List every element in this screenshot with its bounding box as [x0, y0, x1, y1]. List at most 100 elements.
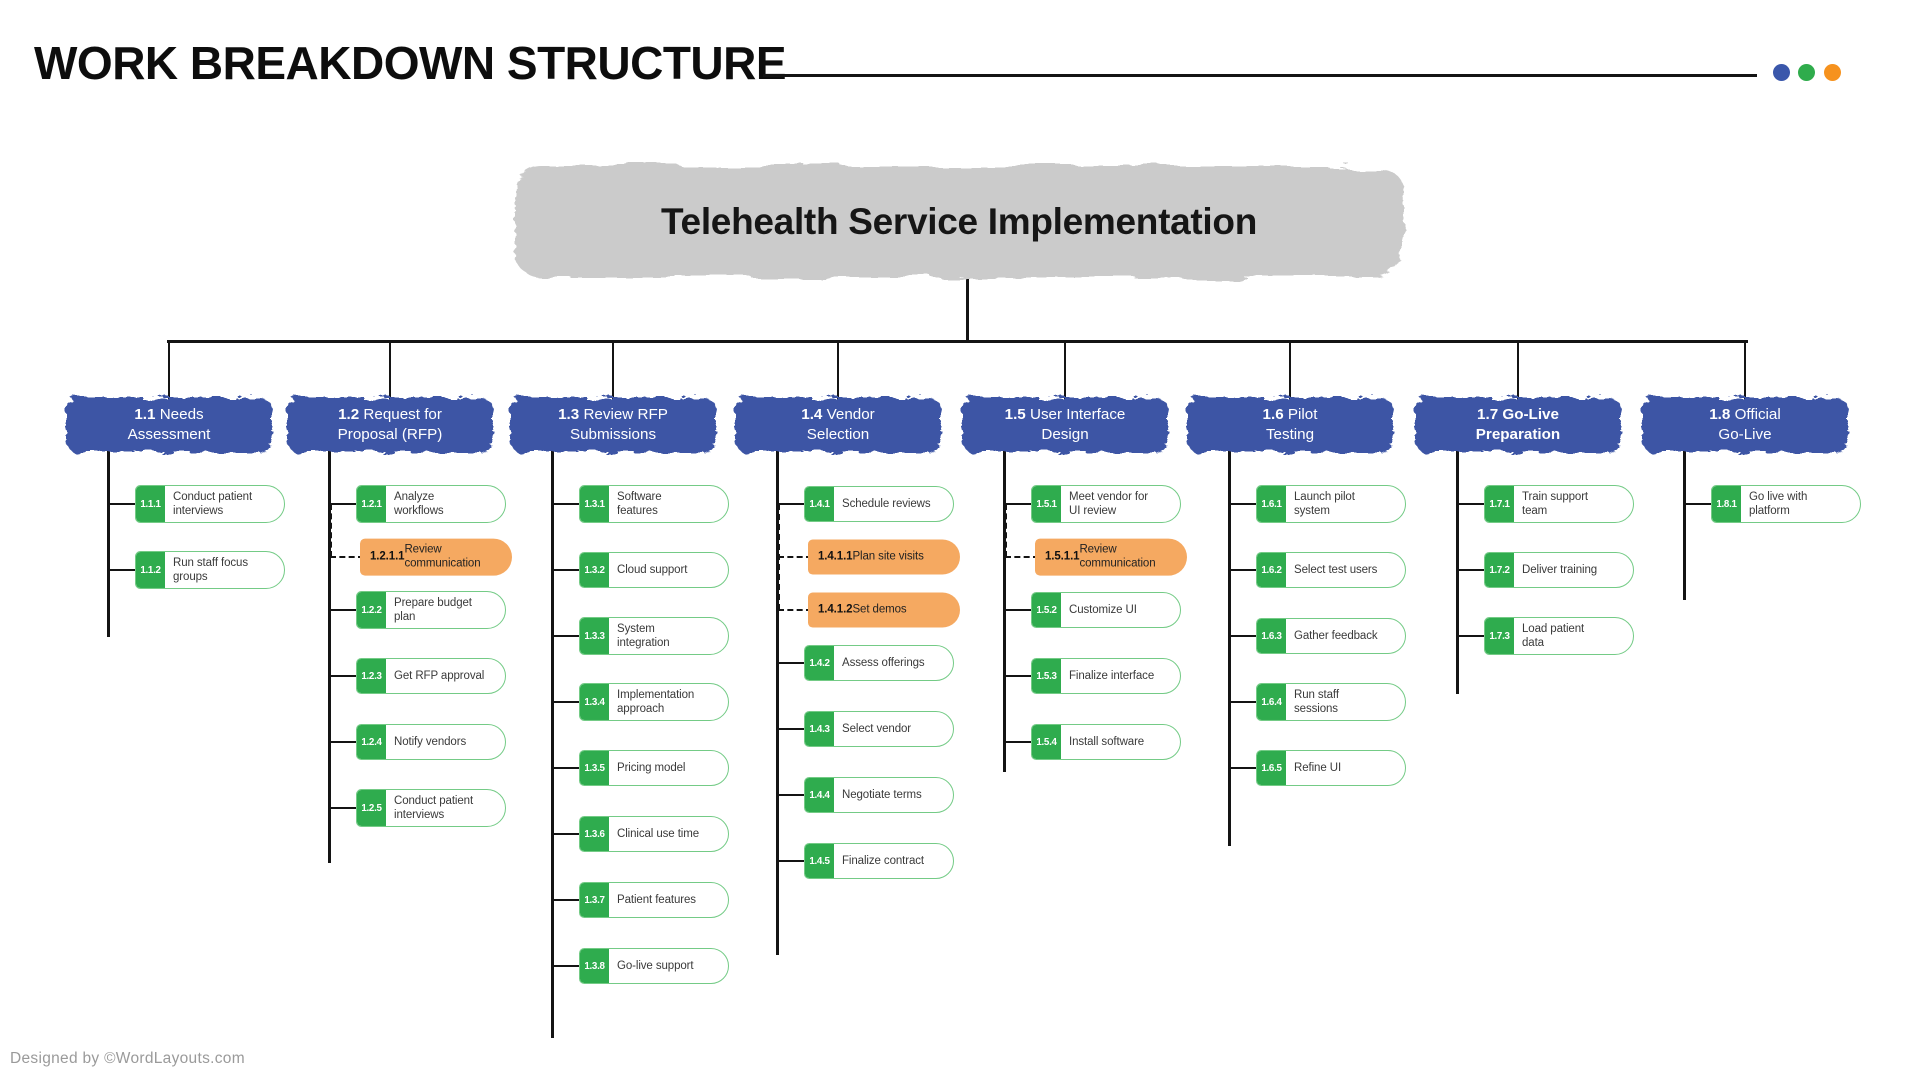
task-label: Train support team: [1522, 490, 1589, 517]
task-label: Conduct patient interviews: [173, 490, 253, 517]
task-label: Pricing model: [617, 761, 686, 774]
branch-header-1.5: 1.5 User Interface Design: [962, 396, 1168, 454]
task-label: Schedule reviews: [842, 497, 931, 510]
task-tick-connector: [776, 793, 808, 797]
subtask-item: 1.4.1.2 Set demos: [808, 592, 960, 628]
branch-header-label: 1.7 Go-Live Preparation: [1418, 396, 1618, 454]
task-number-badge: 1.5.4: [1032, 725, 1061, 759]
task-number-badge: 1.8.1: [1712, 485, 1741, 523]
task-label: Go-live support: [617, 959, 694, 972]
branch-header-1.1: 1.1 Needs Assessment: [66, 396, 272, 454]
task-label: Finalize interface: [1069, 669, 1155, 682]
branch-header-text: 1.7 Go-Live Preparation: [1476, 405, 1560, 445]
subtask-dashed-tick: [778, 608, 812, 611]
task-item: 1.5.2 Customize UI: [1031, 592, 1181, 628]
task-number-badge: 1.2.5: [357, 789, 386, 827]
subtask-label: Review communication: [1079, 543, 1156, 570]
branch-header-1.3: 1.3 Review RFP Submissions: [510, 396, 716, 454]
task-label: Run staff focus groups: [173, 556, 248, 583]
task-tick-connector: [1228, 700, 1260, 704]
branch-number: 1.8: [1709, 405, 1731, 423]
branch-header-text: 1.8 Official Go-Live: [1709, 405, 1781, 445]
branch-header-text: 1.5 User Interface Design: [1005, 405, 1126, 445]
branch-stub-connector: [167, 340, 171, 404]
branch-header-1.4: 1.4 Vendor Selection: [735, 396, 941, 454]
branch-header-1.6: 1.6 Pilot Testing: [1187, 396, 1393, 454]
task-label: Get RFP approval: [394, 669, 485, 682]
root-node: Telehealth Service Implementation: [515, 166, 1403, 278]
branch-header-background: [1642, 397, 1848, 453]
branch-number: 1.5: [1004, 405, 1026, 423]
branch-spine-line: [776, 448, 779, 955]
branch-title: Go-Live Preparation: [1475, 405, 1561, 443]
task-label: Implementation approach: [617, 688, 695, 715]
branch-header-label: 1.8 Official Go-Live: [1645, 396, 1845, 454]
root-node-label: Telehealth Service Implementation: [661, 201, 1257, 242]
task-label: Customize UI: [1069, 603, 1137, 616]
branch-header-label: 1.1 Needs Assessment: [69, 396, 269, 454]
root-stem-connector: [966, 272, 970, 341]
task-tick-connector: [328, 608, 360, 612]
branch-stub-connector: [1516, 340, 1520, 404]
task-number-badge: 1.1.2: [136, 551, 165, 589]
task-number-badge: 1.6.2: [1257, 553, 1286, 587]
task-label: Run staff sessions: [1294, 688, 1339, 715]
task-tick-connector: [328, 740, 360, 744]
branch-title: Request for Proposal (RFP): [337, 405, 443, 443]
branches-connector-line: [167, 339, 1748, 343]
task-label: Refine UI: [1294, 761, 1342, 774]
task-number-badge: 1.3.7: [580, 883, 609, 917]
task-tick-connector: [1228, 634, 1260, 638]
task-number-badge: 1.6.1: [1257, 485, 1286, 523]
decoration-dot-green: [1798, 64, 1815, 81]
branch-stub-connector: [611, 340, 615, 404]
task-tick-connector: [1228, 502, 1260, 506]
task-tick-connector: [551, 568, 583, 572]
subtask-dashed-tick: [778, 555, 812, 558]
task-tick-connector: [1003, 740, 1035, 744]
task-label: Notify vendors: [394, 735, 467, 748]
task-tick-connector: [328, 674, 360, 678]
branch-header-label: 1.2 Request for Proposal (RFP): [290, 396, 490, 454]
branch-header-text: 1.3 Review RFP Submissions: [558, 405, 668, 445]
task-label: Go live with platform: [1749, 490, 1808, 517]
root-node-background: [515, 166, 1403, 278]
subtask-dashed-tick: [330, 555, 364, 558]
task-tick-connector: [551, 700, 583, 704]
branch-header-background: [735, 397, 941, 453]
branch-spine-line: [107, 448, 110, 637]
task-number-badge: 1.3.3: [580, 617, 609, 655]
task-label: Deliver training: [1522, 563, 1598, 576]
branch-number: 1.6: [1262, 405, 1284, 423]
branch-header-1.2: 1.2 Request for Proposal (RFP): [287, 396, 493, 454]
task-number-badge: 1.6.3: [1257, 619, 1286, 653]
task-tick-connector: [107, 502, 139, 506]
task-number-badge: 1.6.4: [1257, 683, 1286, 721]
subtask-dashed-tick: [1005, 555, 1039, 558]
subtask-number: 1.4.1.2: [818, 603, 853, 616]
task-tick-connector: [1003, 608, 1035, 612]
branch-title: Needs Assessment: [127, 405, 211, 443]
task-label: Load patient data: [1522, 622, 1585, 649]
task-label: Analyze workflows: [394, 490, 444, 517]
task-tick-connector: [551, 502, 583, 506]
branch-title: Vendor Selection: [806, 405, 875, 443]
branch-header-text: 1.4 Vendor Selection: [801, 405, 875, 445]
branch-stub-connector: [1288, 340, 1292, 404]
task-number-badge: 1.5.2: [1032, 593, 1061, 627]
subtask-number: 1.5.1.1: [1045, 550, 1080, 563]
subtask-number: 1.2.1.1: [370, 550, 405, 563]
branch-header-label: 1.4 Vendor Selection: [738, 396, 938, 454]
task-tick-connector: [1456, 634, 1488, 638]
task-number-badge: 1.3.4: [580, 683, 609, 721]
subtask-item: 1.5.1.1 Review communication: [1035, 538, 1187, 576]
branch-header-text: 1.6 Pilot Testing: [1263, 405, 1318, 445]
